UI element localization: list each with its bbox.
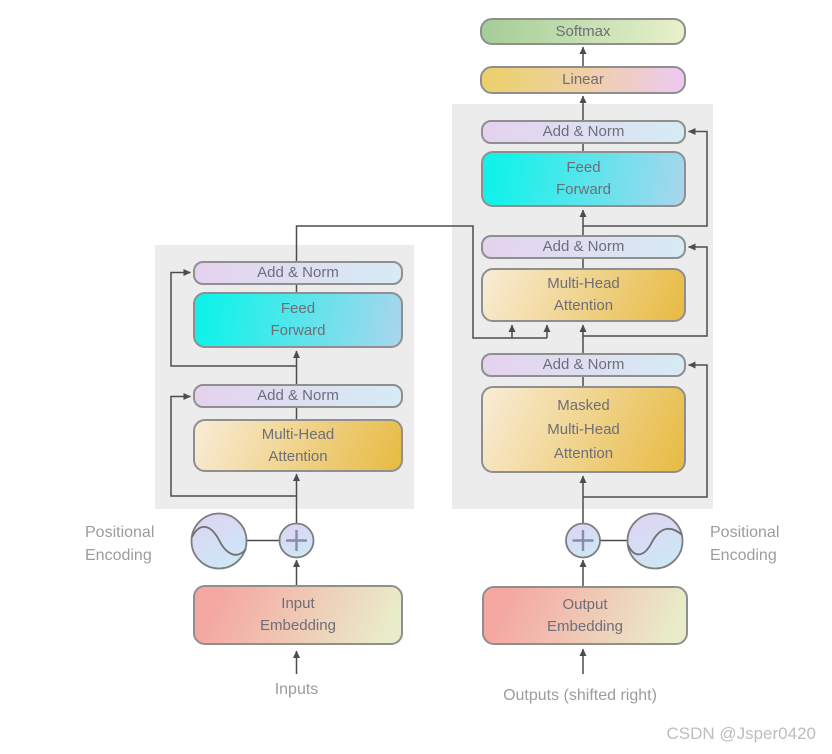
add-norm-label: Add & Norm — [542, 238, 625, 255]
encoder-feed-forward-box: Feed Forward — [193, 292, 403, 348]
encoder-add-norm-bottom-box: Add & Norm — [193, 384, 403, 408]
decoder-add-norm-top-box: Add & Norm — [481, 120, 686, 144]
watermark: CSDN @Jsper0420 — [666, 724, 816, 743]
add-norm-label: Add & Norm — [542, 356, 625, 373]
positional-encoding-label-left: Positional Encoding — [85, 524, 155, 564]
positional-encoding-label-right: Positional Encoding — [710, 524, 780, 564]
input-embedding-label: Input Embedding — [260, 595, 336, 634]
encoder-add-norm-top-box: Add & Norm — [193, 261, 403, 285]
decoder-add-norm-bottom-box: Add & Norm — [481, 353, 686, 377]
encoder-multi-head-attention-box: Multi-Head Attention — [193, 419, 403, 472]
softmax-label: Softmax — [555, 22, 611, 40]
add-norm-label: Add & Norm — [257, 387, 339, 404]
outputs-label: Outputs (shifted right) — [503, 687, 657, 704]
add-norm-label: Add & Norm — [542, 123, 625, 140]
masked-multi-head-attention-label: Masked Multi-Head Attention — [547, 396, 620, 462]
multi-head-attention-label: Multi-Head Attention — [261, 425, 335, 465]
softmax-box: Softmax — [480, 18, 686, 45]
decoder-masked-multi-head-attention-box: Masked Multi-Head Attention — [481, 386, 686, 473]
decoder-feed-forward-box: Feed Forward — [481, 151, 686, 207]
linear-label: Linear — [562, 71, 604, 88]
sine-wave-icon — [626, 512, 684, 570]
decoder-add-norm-middle-box: Add & Norm — [481, 235, 686, 259]
feed-forward-label: Feed Forward — [270, 300, 326, 339]
inputs-label: Inputs — [274, 681, 319, 698]
add-norm-label: Add & Norm — [257, 264, 339, 281]
output-embedding-label: Output Embedding — [547, 595, 623, 635]
multi-head-attention-label: Multi-Head Attention — [547, 275, 620, 314]
linear-box: Linear — [480, 66, 686, 94]
sine-wave-icon — [190, 512, 248, 570]
decoder-multi-head-attention-box: Multi-Head Attention — [481, 268, 686, 322]
plus-icon — [565, 522, 601, 559]
feed-forward-label: Feed Forward — [555, 159, 611, 198]
input-embedding-box: Input Embedding — [193, 585, 403, 645]
output-embedding-box: Output Embedding — [482, 586, 688, 645]
plus-icon — [278, 522, 315, 559]
